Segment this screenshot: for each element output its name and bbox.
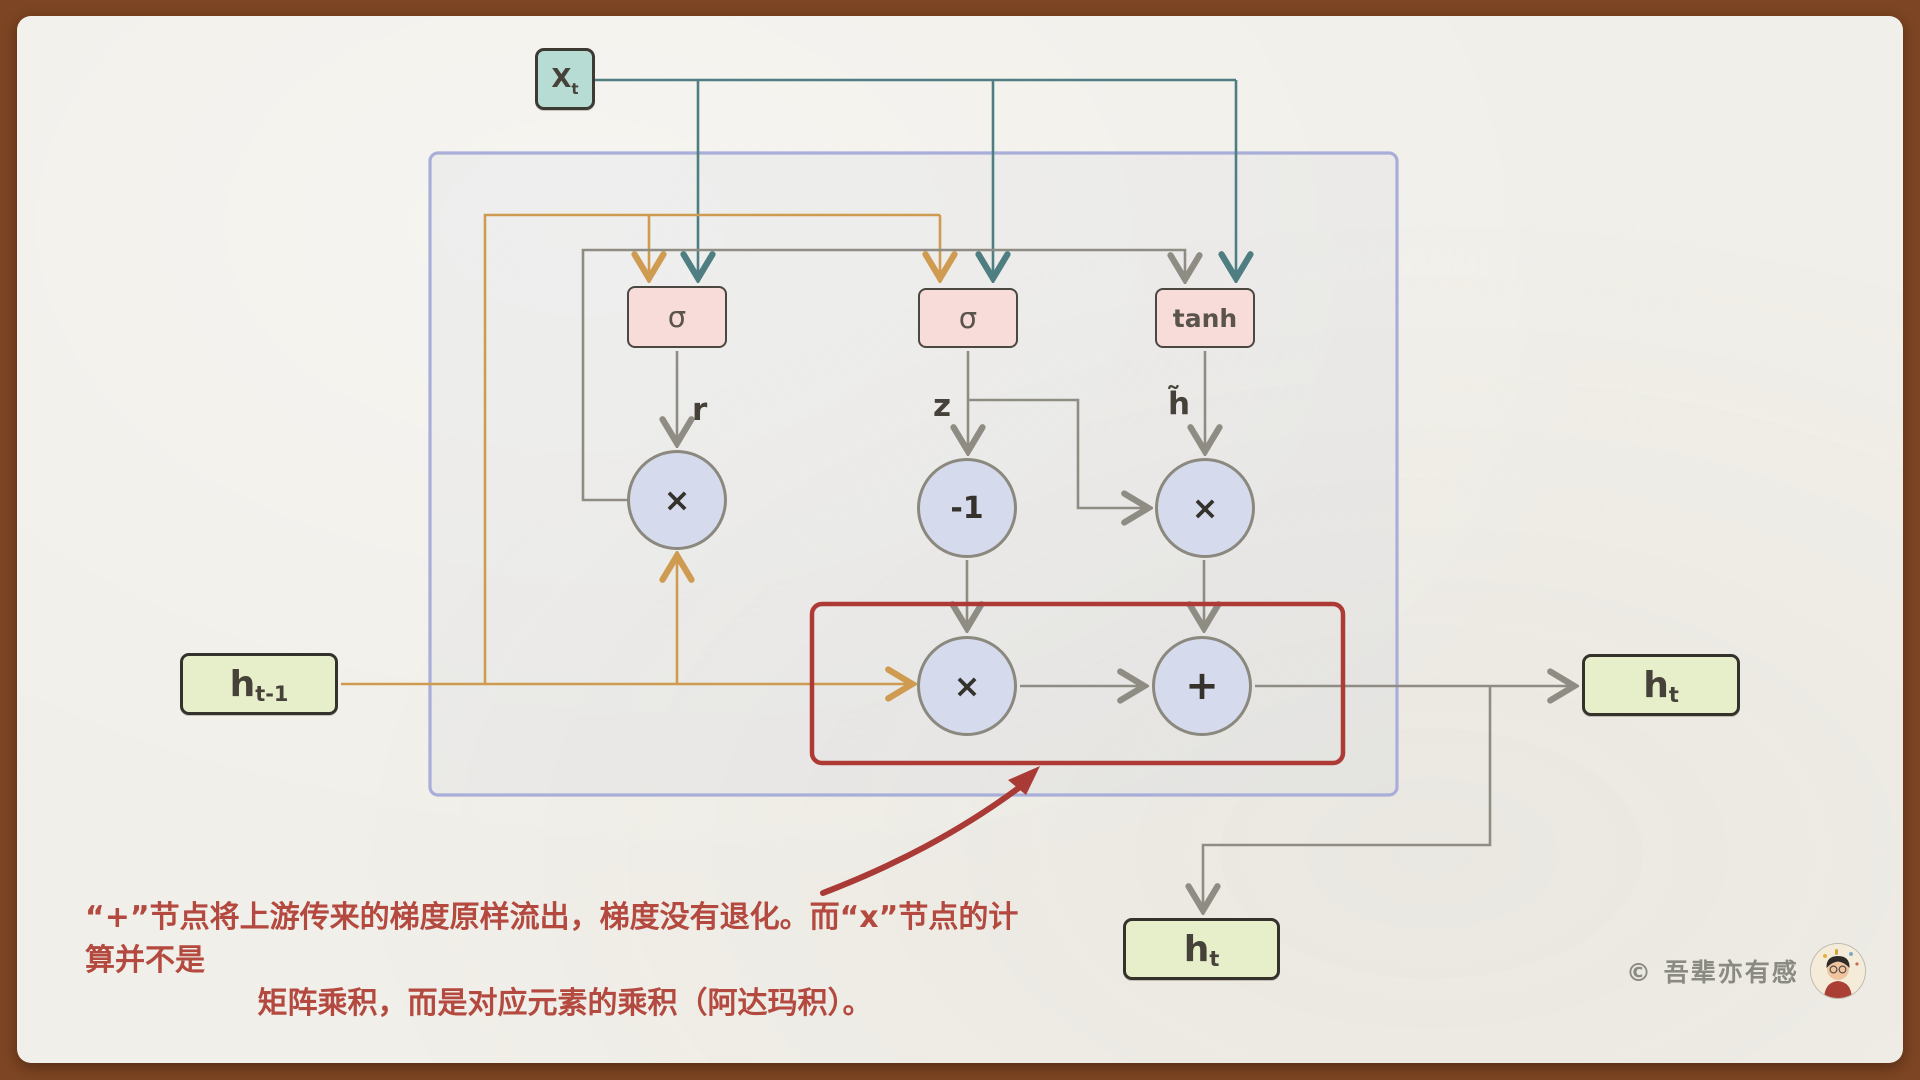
op-add: + (1152, 636, 1252, 736)
credit: © 吾辈亦有感 (1626, 944, 1865, 998)
gradient-highway-highlight-box (809, 601, 1346, 766)
hprev-wires (341, 213, 940, 684)
gate-sigma-update: σ (918, 288, 1018, 348)
internal-wires (581, 248, 1572, 908)
h-bottom-label: h (1183, 928, 1210, 970)
edge-label-r: r (692, 392, 708, 428)
h-next-subscript: t (1668, 683, 1679, 707)
author-avatar (1810, 944, 1865, 998)
xt-wires (595, 78, 1236, 276)
edge-label-h-tilde: h̃ (1168, 386, 1191, 422)
annotation-line-1: “+”节点将上游传来的梯度原样流出，梯度没有退化。而“x”节点的计算并不是 (85, 900, 1019, 978)
op-state-multiply: × (917, 636, 1017, 736)
op-reset-multiply: × (627, 450, 727, 550)
copyright-text: © 吾辈亦有感 (1626, 958, 1799, 987)
h-bottom-subscript: t (1209, 947, 1220, 971)
annotation-text: “+”节点将上游传来的梯度原样流出，梯度没有退化。而“x”节点的计算并不是 矩阵… (85, 896, 1045, 1025)
annotation-line-2: 矩阵乘积，而是对应元素的乘积（阿达玛积）。 (257, 986, 873, 1021)
gate-tanh: tanh (1155, 288, 1255, 348)
op-candidate-multiply: × (1155, 458, 1255, 558)
xt-subscript: t (571, 80, 579, 98)
annotation-arrow (820, 766, 1040, 896)
gate-sigma-reset: σ (627, 286, 727, 348)
h-prev-label: h (229, 663, 256, 705)
edge-label-z: z (933, 388, 952, 424)
op-minus-one: -1 (917, 458, 1017, 558)
h-prev-subscript: t-1 (255, 682, 289, 706)
xt-label: X (551, 64, 572, 94)
h-next-label: h (1643, 664, 1669, 706)
